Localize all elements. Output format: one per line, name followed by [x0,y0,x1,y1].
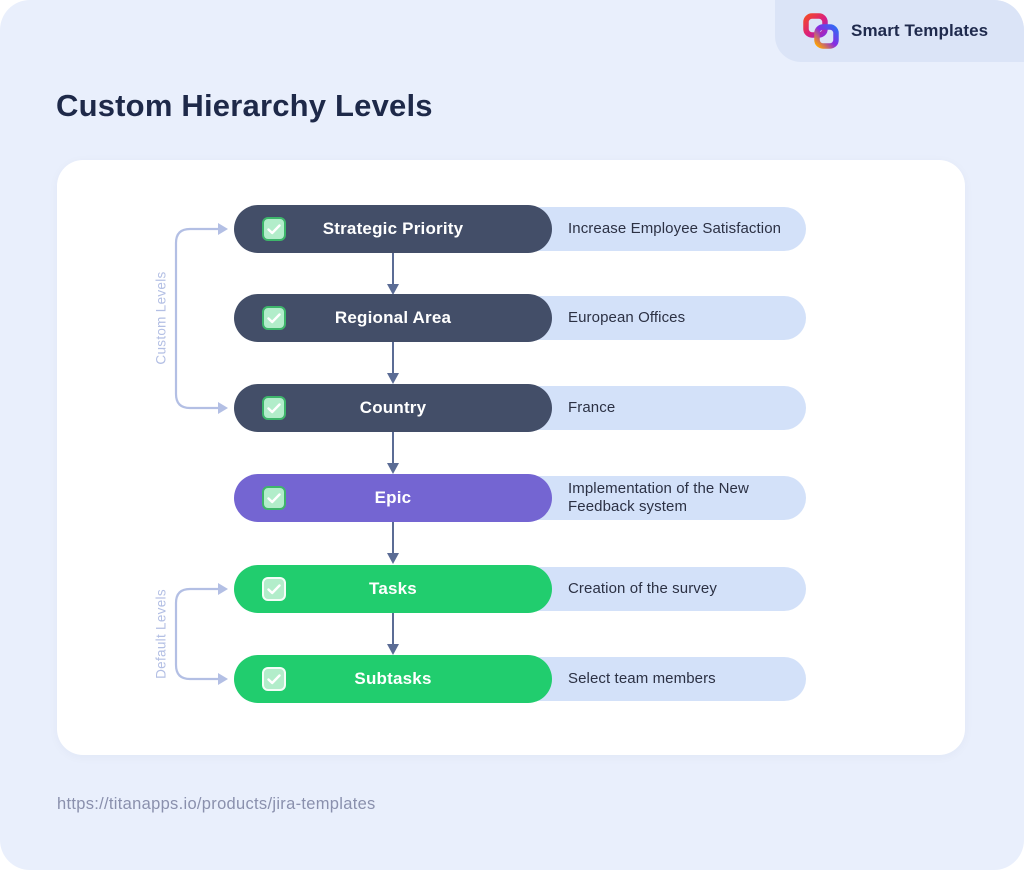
level-pill-epic: Epic [234,474,552,522]
level-pill-subtasks: Subtasks [234,655,552,703]
badge-label: Smart Templates [851,21,989,40]
diagram-card: Custom Levels Default Levels Increase Em… [57,160,965,755]
description-text: Select team members [568,669,716,687]
level-pill-strategic-priority: Strategic Priority [234,205,552,253]
description-text: Creation of the survey [568,579,717,597]
flow-arrow-icon [387,613,399,655]
flow-arrow-icon [387,432,399,474]
hierarchy-row: Select team members Subtasks [57,655,965,703]
flow-arrow-icon [387,522,399,564]
page-title: Custom Hierarchy Levels [56,88,433,123]
level-label: Country [359,398,427,417]
hierarchy-row: European Offices Regional Area [57,294,965,342]
hierarchy-row: Increase Employee Satisfaction Strategic… [57,205,965,253]
flow-arrow-icon [387,253,399,295]
hierarchy-row: Creation of the survey Tasks [57,565,965,613]
smart-templates-badge: Smart Templates [775,0,1024,62]
checkbox-checked-icon [262,217,286,241]
footer-url: https://titanapps.io/products/jira-templ… [57,795,376,813]
checkbox-checked-icon [262,667,286,691]
checkbox-checked-icon [262,577,286,601]
level-pill-tasks: Tasks [234,565,552,613]
level-pill-country: Country [234,384,552,432]
checkbox-checked-icon [262,396,286,420]
level-label: Strategic Priority [322,219,464,238]
level-label: Subtasks [354,669,432,688]
description-text: Increase Employee Satisfaction [568,219,782,237]
checkbox-checked-icon [262,306,286,330]
level-pill-regional-area: Regional Area [234,294,552,342]
smart-templates-logo-icon [802,12,840,50]
checkbox-checked-icon [262,486,286,510]
hierarchy-row: France Country [57,384,965,432]
level-label: Tasks [369,579,417,598]
description-text: European Offices [568,308,686,326]
description-text: Implementation of the New Feedback syste… [568,479,749,515]
default-levels-bracket [174,583,228,685]
description-text: France [568,398,616,416]
level-label: Epic [374,488,412,507]
flow-arrow-icon [387,342,399,384]
hierarchy-row: Implementation of the New Feedback syste… [57,474,965,522]
custom-levels-bracket [174,223,228,414]
level-label: Regional Area [334,308,452,327]
